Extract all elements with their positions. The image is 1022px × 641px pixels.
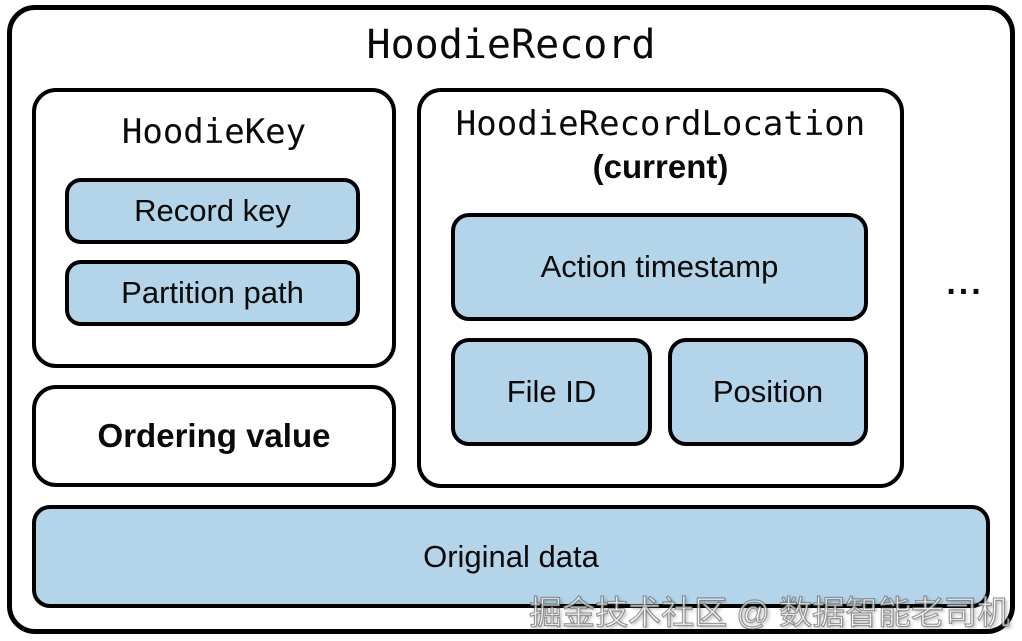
record-key-field: Record key	[65, 178, 360, 244]
record-key-label: Record key	[134, 193, 291, 228]
partition-path-field: Partition path	[65, 260, 360, 326]
position-field: Position	[668, 338, 868, 446]
position-label: Position	[712, 374, 824, 409]
original-data-field: Original data	[32, 505, 990, 608]
ordering-value-label: Ordering value	[97, 417, 331, 454]
action-timestamp-label: Action timestamp	[540, 249, 779, 284]
hoodie-key-title: HoodieKey	[121, 112, 307, 152]
ordering-value-box: Ordering value	[32, 385, 396, 487]
file-id-field: File ID	[451, 338, 652, 446]
diagram-title: HoodieRecord	[366, 22, 656, 68]
file-id-label: File ID	[506, 374, 597, 409]
more-fields-ellipsis: ...	[946, 264, 984, 302]
record-location-title: HoodieRecordLocation	[455, 104, 866, 144]
original-data-label: Original data	[423, 538, 599, 574]
partition-path-label: Partition path	[121, 275, 304, 310]
action-timestamp-field: Action timestamp	[451, 213, 868, 321]
record-location-subtitle: (current)	[592, 148, 729, 185]
